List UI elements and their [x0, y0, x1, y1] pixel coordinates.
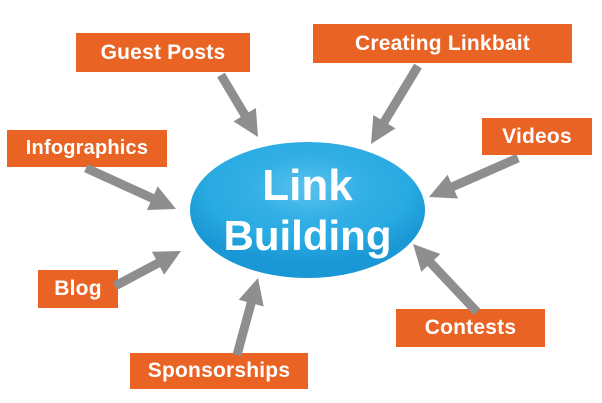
node-infographics: Infographics	[7, 130, 167, 167]
arrow-guest-posts-to-center	[217, 72, 258, 137]
node-infographics-label: Infographics	[25, 137, 149, 159]
node-guest-posts-label: Guest Posts	[100, 40, 226, 64]
node-creating-linkbait-label: Creating Linkbait	[355, 31, 530, 55]
node-sponsorships: Sponsorships	[130, 353, 308, 389]
arrow-sponsorships-to-center	[232, 278, 264, 357]
center-label-line1: Link	[262, 161, 353, 211]
arrow-contests-to-center	[413, 244, 481, 316]
arrow-creating-linkbait-to-center	[371, 63, 422, 144]
center-node-link-building: Link Building	[190, 142, 425, 278]
arrow-infographics-to-center	[84, 163, 176, 210]
node-sponsorships-label: Sponsorships	[147, 359, 291, 382]
node-videos-label: Videos	[502, 124, 572, 148]
node-videos: Videos	[482, 118, 592, 155]
node-guest-posts: Guest Posts	[76, 33, 250, 72]
node-blog: Blog	[38, 270, 118, 308]
center-label-line2: Building	[223, 211, 392, 259]
node-creating-linkbait: Creating Linkbait	[313, 24, 572, 63]
node-contests-label: Contests	[424, 316, 517, 339]
arrow-videos-to-center	[429, 153, 520, 199]
node-contests: Contests	[396, 309, 545, 347]
node-blog-label: Blog	[54, 277, 102, 300]
arrow-blog-to-center	[112, 251, 181, 290]
